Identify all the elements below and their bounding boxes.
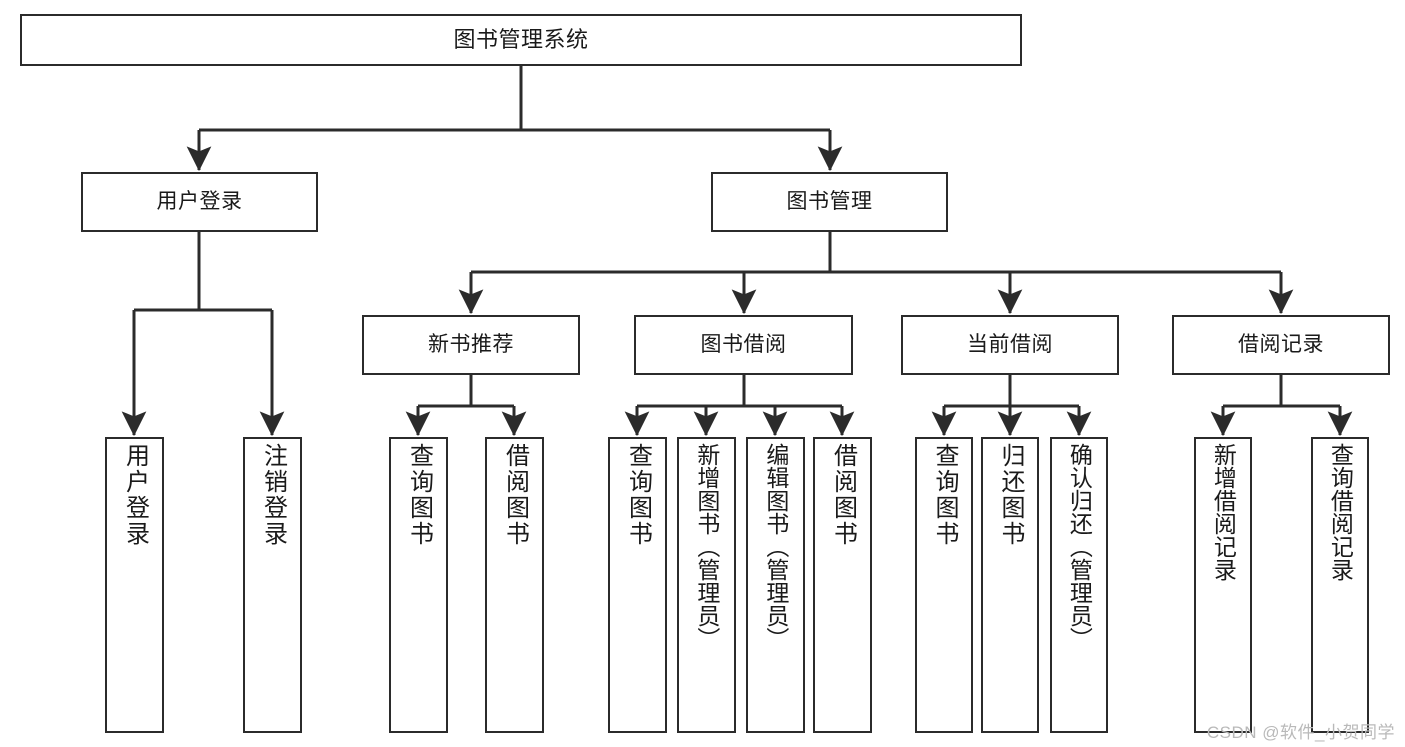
leaf-query-book-recommend-label: 查询图书 (405, 443, 433, 547)
leaf-query-book-current-label: 查询图书 (930, 443, 958, 547)
leaf-query-book-borrow-label: 查询图书 (624, 443, 652, 547)
leaf-borrow-book-recommend-label: 借阅图书 (501, 443, 529, 547)
leaf-add-borrow-record-label: 新增借阅记录 (1210, 443, 1237, 581)
node-borrow-record[interactable]: 借阅记录 (1172, 315, 1390, 375)
leaf-return-book[interactable]: 归还图书 (981, 437, 1039, 733)
leaf-borrow-book-label: 借阅图书 (829, 443, 857, 547)
node-new-book-recommend[interactable]: 新书推荐 (362, 315, 580, 375)
leaf-query-book-current[interactable]: 查询图书 (915, 437, 973, 733)
node-book-borrow[interactable]: 图书借阅 (634, 315, 853, 375)
leaf-user-login-label: 用户登录 (121, 443, 149, 547)
leaf-edit-book-label: 编辑图书（管理员） (762, 443, 789, 650)
leaf-return-book-label: 归还图书 (996, 443, 1024, 547)
node-root[interactable]: 图书管理系统 (20, 14, 1022, 66)
node-user-login[interactable]: 用户登录 (81, 172, 318, 232)
node-borrow-record-label: 借阅记录 (1238, 333, 1324, 357)
node-book-borrow-label: 图书借阅 (700, 333, 787, 357)
leaf-add-borrow-record[interactable]: 新增借阅记录 (1194, 437, 1252, 733)
leaf-edit-book[interactable]: 编辑图书（管理员） (746, 437, 805, 733)
leaf-logout-label: 注销登录 (259, 443, 287, 547)
node-new-book-recommend-label: 新书推荐 (428, 333, 514, 357)
node-current-borrow[interactable]: 当前借阅 (901, 315, 1119, 375)
leaf-borrow-book-recommend[interactable]: 借阅图书 (485, 437, 544, 733)
leaf-query-book-recommend[interactable]: 查询图书 (389, 437, 448, 733)
node-current-borrow-label: 当前借阅 (967, 333, 1053, 357)
leaf-logout[interactable]: 注销登录 (243, 437, 302, 733)
node-root-label: 图书管理系统 (453, 26, 589, 52)
node-book-manage-label: 图书管理 (786, 190, 873, 214)
leaf-query-borrow-record-label: 查询借阅记录 (1327, 443, 1354, 581)
node-user-login-label: 用户登录 (156, 190, 243, 214)
leaf-add-book[interactable]: 新增图书（管理员） (677, 437, 736, 733)
leaf-confirm-return-label: 确认归还（管理员） (1066, 443, 1093, 650)
leaf-query-borrow-record[interactable]: 查询借阅记录 (1311, 437, 1369, 733)
leaf-add-book-label: 新增图书（管理员） (693, 443, 720, 650)
csdn-watermark: CSDN @软件_小贺同学 (1206, 723, 1395, 742)
leaf-borrow-book[interactable]: 借阅图书 (813, 437, 872, 733)
leaf-user-login[interactable]: 用户登录 (105, 437, 164, 733)
leaf-confirm-return[interactable]: 确认归还（管理员） (1050, 437, 1108, 733)
node-book-manage[interactable]: 图书管理 (711, 172, 948, 232)
leaf-query-book-borrow[interactable]: 查询图书 (608, 437, 667, 733)
